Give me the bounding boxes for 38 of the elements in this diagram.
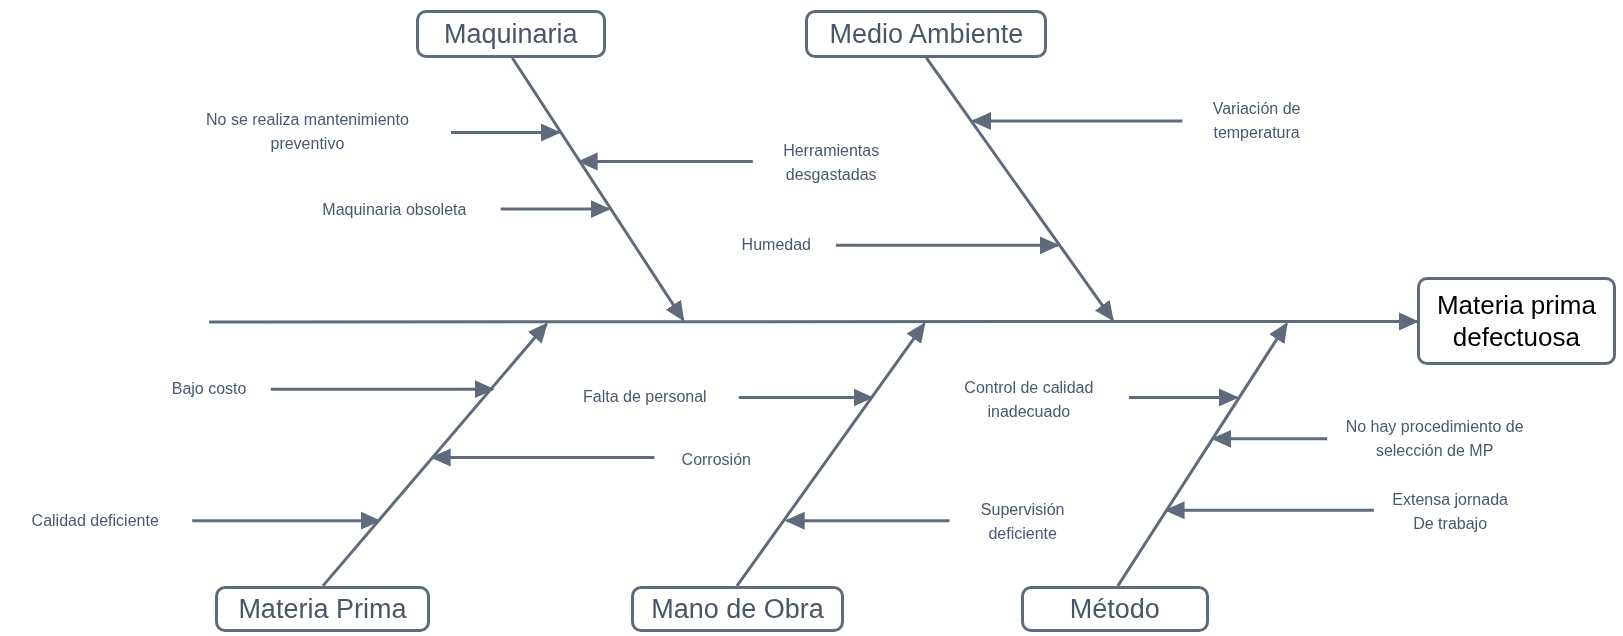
cause-label: Calidad deficiente [6,508,185,534]
cause-arrow [451,123,561,142]
cause-arrow [270,380,495,399]
bone-arrow [321,322,548,587]
category-box: Medio Ambiente [805,10,1048,58]
cause-label: Humedad [724,232,829,258]
category-box: Mano de Obra [631,585,844,633]
cause-arrow [836,236,1060,255]
cause-label: Maquinaria obsoleta [296,197,493,223]
cause-label: Herramientas desgastadas [760,135,902,190]
cause-arrow [970,112,1183,131]
cause-label: Variación de temperatura [1190,94,1323,148]
cause-arrow [500,200,611,219]
effect-box: Materia prima defectuosa [1417,277,1616,366]
cause-arrow [1211,429,1328,448]
bone-arrow [1116,322,1288,587]
cause-arrow [577,152,753,171]
cause-arrow [1129,388,1239,407]
cause-label: Supervisión deficiente [957,494,1088,549]
cause-label: No se realiza mantenimiento preventivo [171,106,443,159]
category-box: Método [1020,585,1209,633]
bone-arrow [925,57,1114,322]
cause-arrow [430,448,655,467]
cause-arrow [192,511,381,530]
cause-label: No hay procedimiento de selección de MP [1335,411,1534,466]
cause-label: Control de calidad inadecuado [936,372,1121,427]
cause-label: Bajo costo [155,376,263,402]
cause-label: Extensa jornada De trabajo [1381,485,1519,540]
cause-arrow [1164,501,1374,520]
spine-arrow [209,312,1419,331]
cause-label: Falta de personal [558,385,731,410]
cause-arrow [738,388,874,407]
category-box: Maquinaria [416,10,606,58]
bone-arrow [511,57,685,322]
bone-arrow [735,322,926,587]
category-box: Materia Prima [215,585,430,633]
cause-label: Corrosión [662,447,771,472]
cause-arrow [784,511,950,530]
